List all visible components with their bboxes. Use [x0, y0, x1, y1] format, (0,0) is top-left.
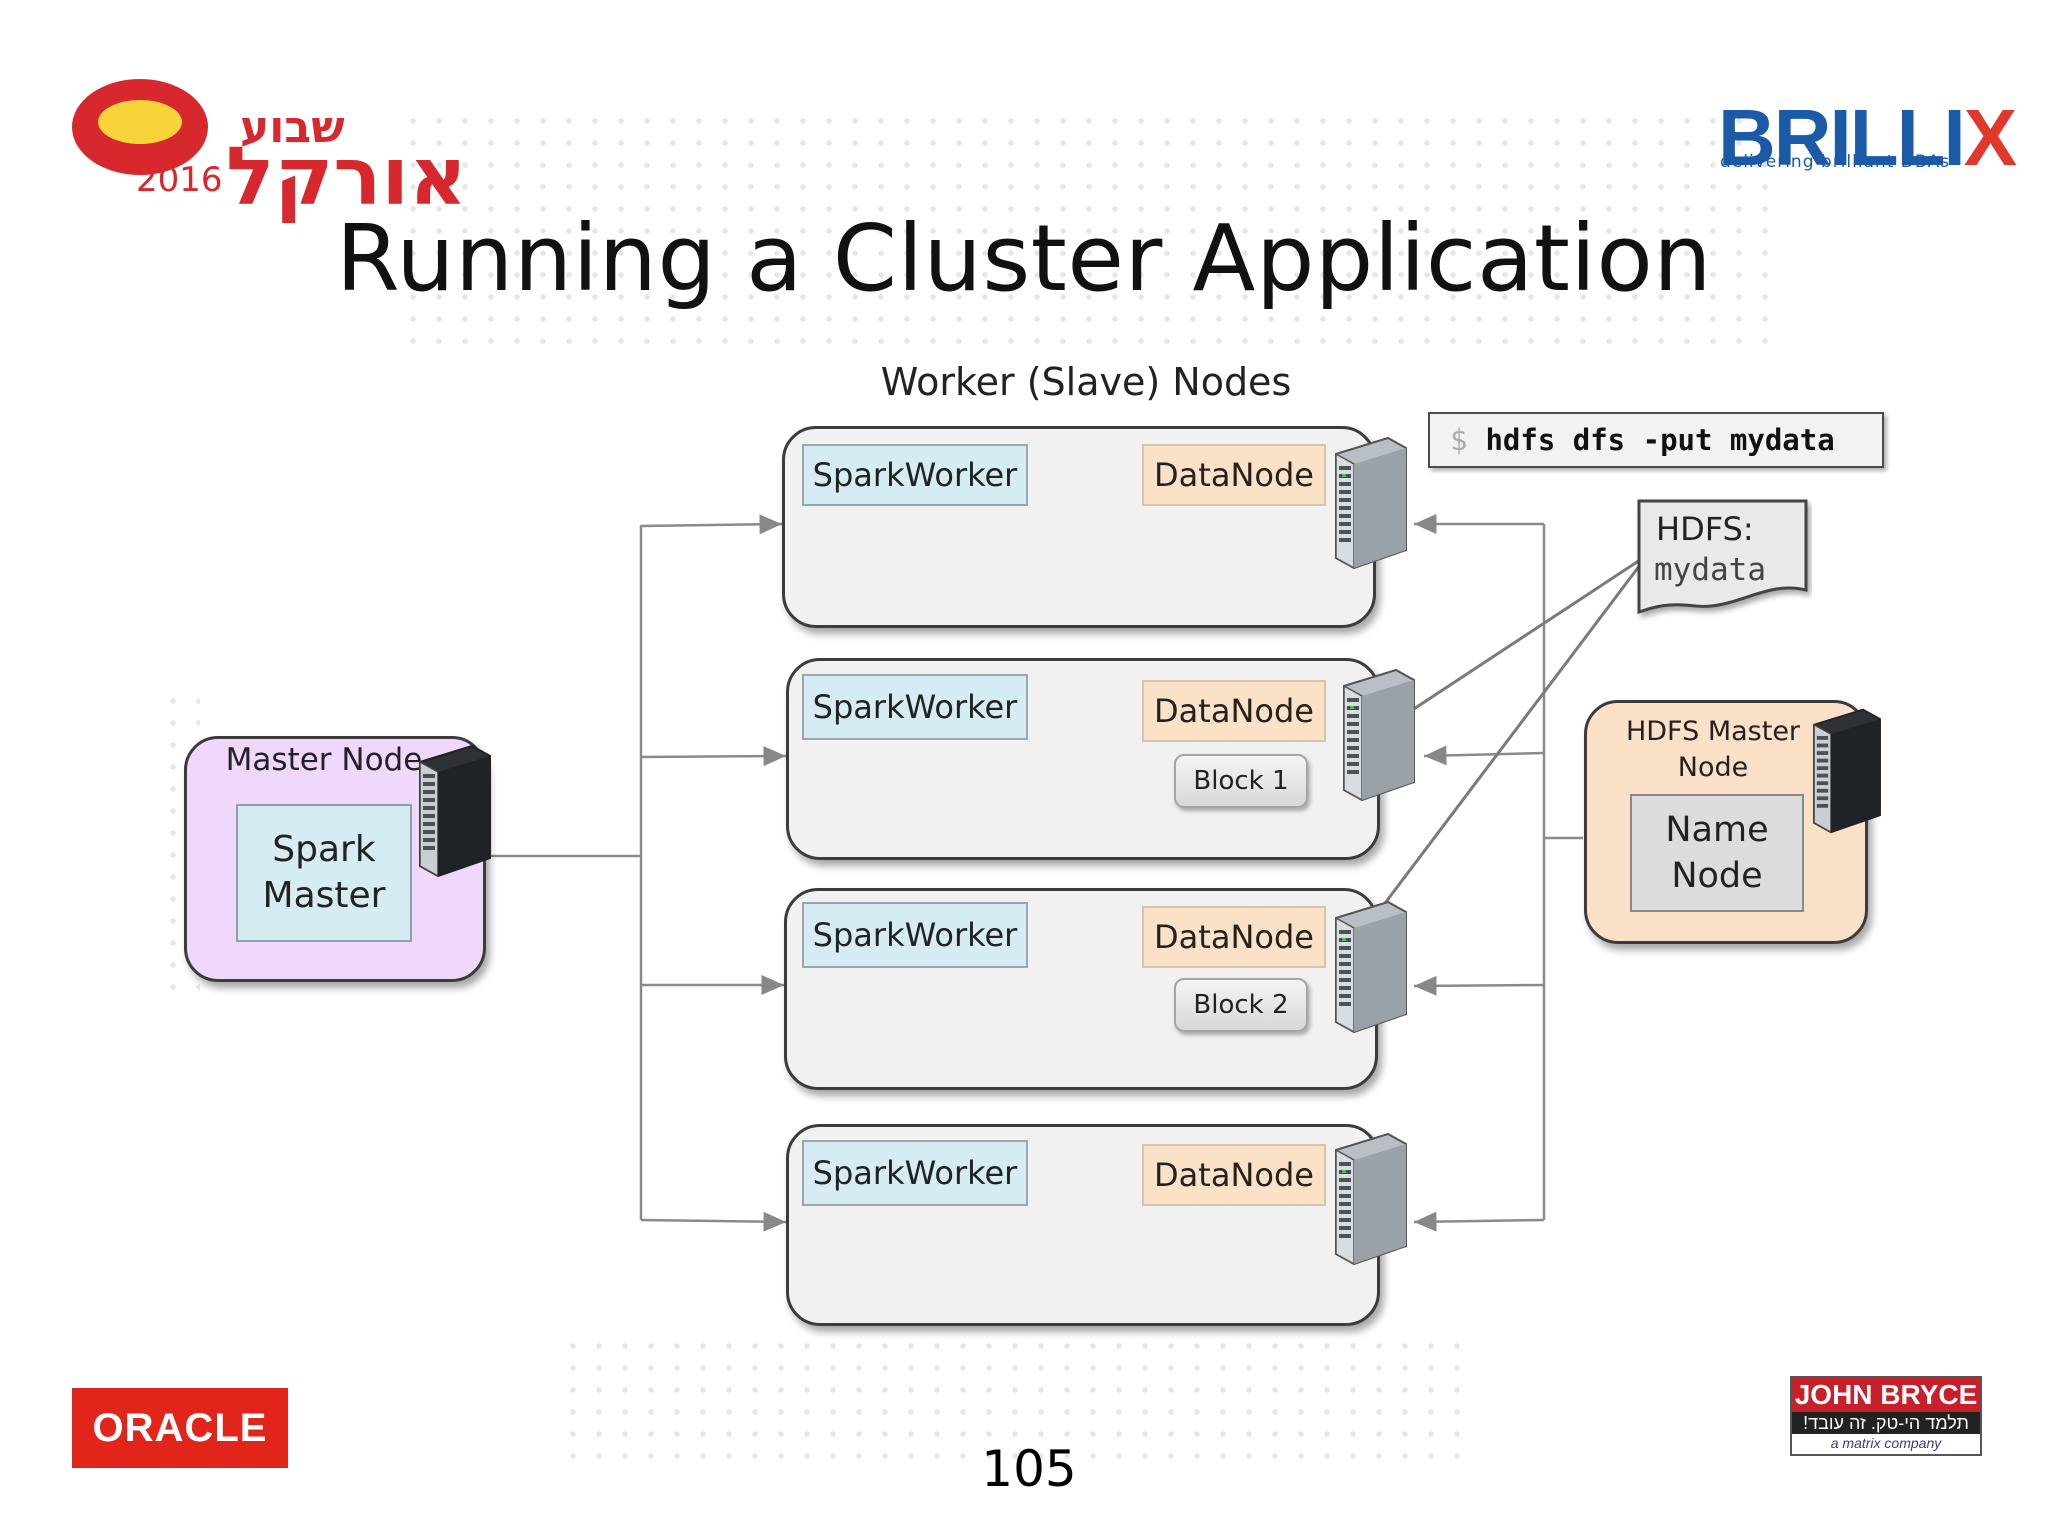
hdfs-master-label: HDFS Master Node — [1600, 714, 1826, 786]
name-node-line1: Name — [1665, 810, 1769, 850]
john-bryce-sub: a matrix company — [1830, 1435, 1942, 1451]
command-box: $ hdfs dfs -put mydata — [1428, 412, 1884, 468]
oracle-week-logo: שבוע אורקל 2016 — [70, 72, 467, 223]
john-bryce-logo: JOHN BRYCE תלמד הי-טק. זה עובד! a matrix… — [1790, 1376, 1982, 1456]
brillix-logo-text: BRILLI — [1718, 93, 1966, 182]
oracle-week-hebrew-main: אורקל — [226, 130, 468, 223]
slide-title: Running a Cluster Application — [335, 205, 1713, 312]
oracle-logo: ORACLE — [72, 1388, 288, 1468]
brillix-logo-x: X — [1963, 93, 2017, 182]
brillix-tagline: delivering brilliant DBAs — [1720, 152, 1951, 172]
oracle-week-ring-icon — [72, 79, 208, 175]
hdfs-file-name: mydata — [1654, 552, 1766, 588]
oracle-week-hebrew-top: שבוע — [240, 102, 345, 153]
spark-master-line2: Master — [262, 875, 386, 916]
worker-nodes-heading: Worker (Slave) Nodes — [880, 360, 1292, 404]
sparkworker-4: SparkWorker — [802, 1140, 1028, 1206]
brillix-logo: BRILLIX — [1718, 92, 2017, 184]
command-text: hdfs dfs -put mydata — [1485, 423, 1835, 457]
command-prompt: $ — [1450, 423, 1468, 457]
sparkworker-2: SparkWorker — [802, 674, 1028, 740]
page-number: 105 — [981, 1440, 1077, 1498]
master-node-label: Master Node — [225, 742, 423, 778]
background-dots-top — [400, 110, 1780, 350]
john-bryce-hebrew: תלמד הי-טק. זה עובד! — [1792, 1412, 1980, 1434]
sparkworker-3: SparkWorker — [802, 902, 1028, 968]
hdfs-master-server-icon — [1813, 708, 1881, 834]
server-icon — [1335, 900, 1407, 1034]
hdfs-file-document-icon — [1637, 499, 1808, 615]
server-icon — [1343, 668, 1415, 802]
background-dots-bottom — [560, 1335, 1460, 1465]
server-icon — [1335, 436, 1407, 570]
block-2: Block 2 — [1174, 978, 1308, 1032]
oracle-week-year: 2016 — [136, 160, 223, 200]
name-node-box: Name Node — [1630, 794, 1804, 912]
block-1: Block 1 — [1174, 754, 1308, 808]
server-icon — [1335, 1132, 1407, 1266]
name-node-line2: Node — [1671, 856, 1763, 896]
datanode-1: DataNode — [1142, 444, 1326, 506]
sparkworker-1: SparkWorker — [802, 444, 1028, 506]
hdfs-master-label-line2: Node — [1677, 752, 1749, 783]
hdfs-file-label: HDFS: — [1656, 510, 1754, 548]
datanode-4: DataNode — [1142, 1144, 1326, 1206]
master-server-icon — [419, 744, 491, 878]
spark-master-box: Spark Master — [236, 804, 412, 942]
hdfs-master-label-line1: HDFS Master — [1625, 716, 1801, 747]
datanode-2: DataNode — [1142, 680, 1326, 742]
spark-master-line1: Spark — [272, 829, 376, 870]
john-bryce-title: JOHN BRYCE — [1792, 1378, 1980, 1412]
datanode-3: DataNode — [1142, 906, 1326, 968]
